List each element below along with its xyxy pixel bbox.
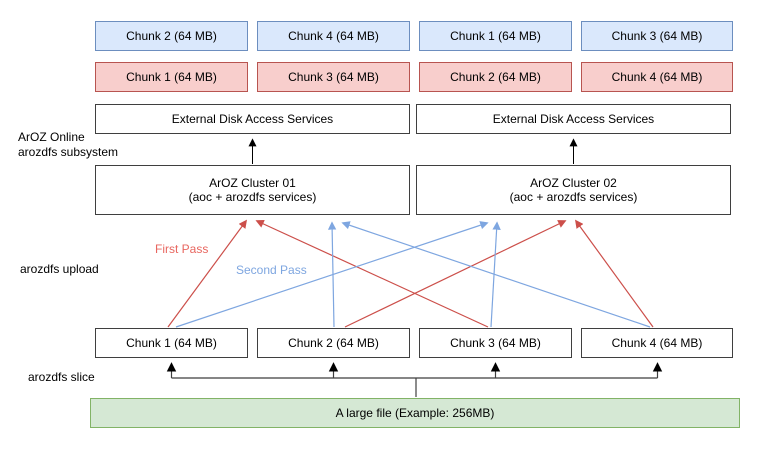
cluster-02-name: ArOZ Cluster 02 xyxy=(530,176,617,190)
sliced-chunk-2: Chunk 2 (64 MB) xyxy=(257,328,410,358)
cluster-02-detail: (aoc + arozdfs services) xyxy=(509,190,638,204)
slice-label: arozdfs slice xyxy=(28,370,95,384)
subsystem-label-line2: arozdfs subsystem xyxy=(18,145,119,159)
arrow-chunk1-to-cluster02 xyxy=(175,221,489,328)
second-pass-label: Second Pass xyxy=(236,263,307,277)
subsystem-label-line1: ArOZ Online xyxy=(18,130,85,144)
first-pass-label: First Pass xyxy=(155,242,209,256)
sliced-chunk-4: Chunk 4 (64 MB) xyxy=(581,328,733,358)
stored-chunk-red-1: Chunk 1 (64 MB) xyxy=(95,62,248,92)
stored-chunk-red-4: Chunk 4 (64 MB) xyxy=(581,62,733,92)
slice-distribution-connector xyxy=(166,362,663,397)
large-file-box: A large file (Example: 256MB) xyxy=(90,398,740,428)
edas-box-right: External Disk Access Services xyxy=(416,104,731,134)
sliced-chunk-1: Chunk 1 (64 MB) xyxy=(95,328,248,358)
arrow-chunk4-to-cluster01 xyxy=(341,221,651,328)
stored-chunk-blue-3: Chunk 1 (64 MB) xyxy=(419,21,572,51)
upload-label: arozdfs upload xyxy=(20,262,99,276)
subsystem-label: ArOZ Online arozdfs subsystem xyxy=(18,130,118,160)
cluster-01-box: ArOZ Cluster 01 (aoc + arozdfs services) xyxy=(95,165,410,215)
sliced-chunk-3: Chunk 3 (64 MB) xyxy=(419,328,572,358)
stored-chunk-blue-2: Chunk 4 (64 MB) xyxy=(257,21,410,51)
arrow-chunk2-to-cluster02 xyxy=(344,220,567,328)
edas-box-left: External Disk Access Services xyxy=(95,104,410,134)
stored-chunk-red-3: Chunk 2 (64 MB) xyxy=(419,62,572,92)
arrow-chunk4-to-cluster02 xyxy=(575,219,654,328)
arrow-chunk3-to-cluster02 xyxy=(490,221,501,328)
cluster-to-edas-arrows xyxy=(248,138,578,164)
stored-chunk-blue-1: Chunk 2 (64 MB) xyxy=(95,21,248,51)
cluster-02-box: ArOZ Cluster 02 (aoc + arozdfs services) xyxy=(416,165,731,215)
stored-chunk-blue-4: Chunk 3 (64 MB) xyxy=(581,21,733,51)
arrow-chunk1-to-cluster01 xyxy=(167,219,247,328)
stored-chunk-red-2: Chunk 3 (64 MB) xyxy=(257,62,410,92)
arrow-chunk2-to-cluster01 xyxy=(327,221,337,328)
cluster-01-detail: (aoc + arozdfs services) xyxy=(188,190,317,204)
cluster-01-name: ArOZ Cluster 01 xyxy=(209,176,296,190)
